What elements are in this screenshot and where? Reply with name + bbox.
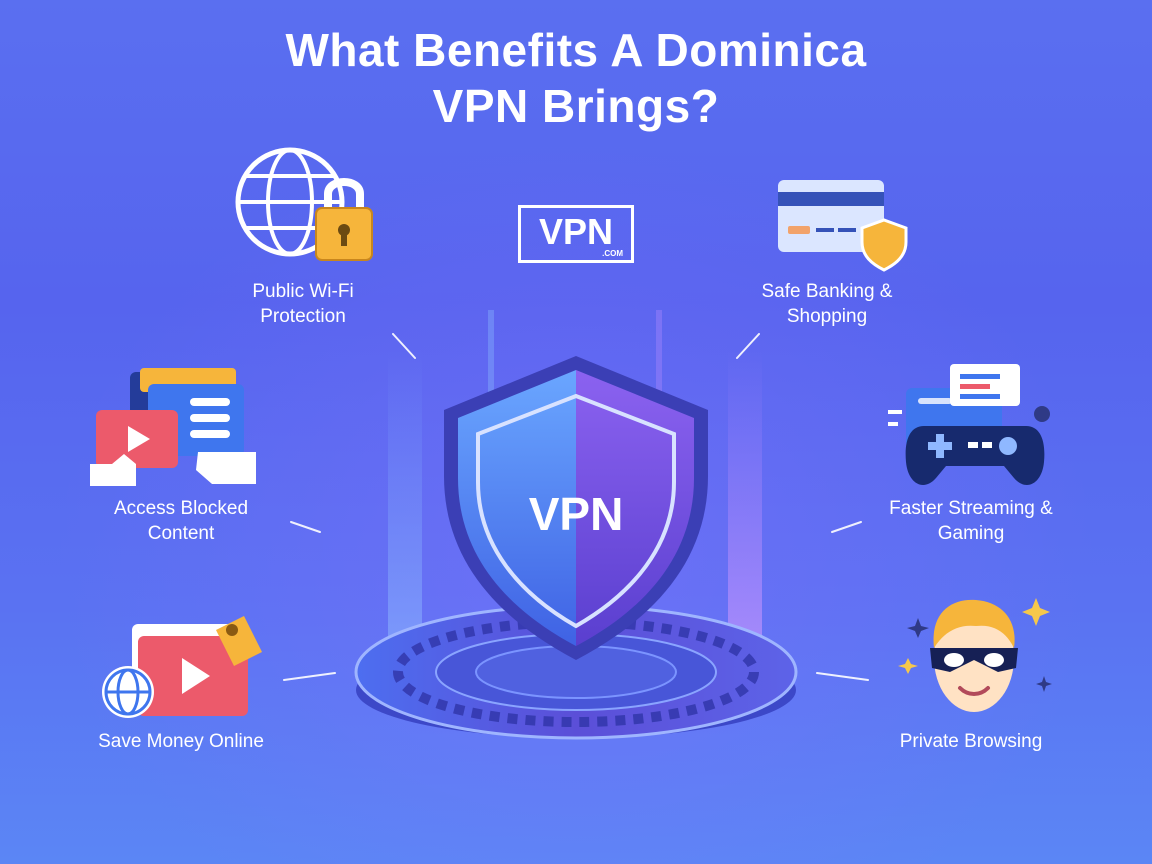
left-light-pillar	[388, 350, 422, 650]
video-hand-icon	[90, 368, 256, 486]
benefit-blocked-label: Access Blocked Content	[88, 496, 274, 546]
connector-blocked	[290, 521, 321, 533]
title-line-1: What Benefits A Dominica	[285, 24, 867, 76]
connector-private	[816, 672, 869, 681]
shield-inner-border	[476, 393, 676, 629]
benefit-streaming-label: Faster Streaming & Gaming	[866, 496, 1076, 546]
benefit-banking-label: Safe Banking & Shopping	[742, 279, 912, 329]
page-title: What Benefits A Dominica VPN Brings?	[0, 22, 1152, 134]
benefit-banking-line-1: Safe Banking &	[761, 281, 893, 302]
video-globe-tag-icon	[102, 616, 262, 718]
vpn-com-logo: VPN .COM	[518, 205, 634, 263]
benefit-blocked-line-2: Content	[147, 523, 215, 544]
benefit-private-label: Private Browsing	[866, 729, 1076, 754]
right-light-pillar	[728, 350, 762, 650]
connector-money	[283, 672, 336, 681]
benefit-banking-line-2: Shopping	[786, 306, 868, 327]
benefit-streaming-line-1: Faster Streaming &	[889, 498, 1053, 519]
benefit-wifi-label: Public Wi-Fi Protection	[212, 279, 394, 329]
vpn-shield-platform	[354, 310, 798, 740]
globe-lock-icon	[235, 147, 373, 261]
title-line-2: VPN Brings?	[432, 80, 720, 132]
connector-streaming	[831, 521, 862, 533]
benefit-streaming-line-2: Gaming	[937, 523, 1005, 544]
benefit-wifi-line-2: Protection	[260, 306, 346, 327]
credit-card-shield-icon	[778, 180, 908, 272]
shield-label: VPN	[528, 488, 624, 540]
logo-subtext: .COM	[602, 249, 623, 258]
logo-text: VPN	[538, 211, 614, 252]
benefit-money-line-1: Save Money Online	[98, 731, 264, 752]
benefit-wifi-line-1: Public Wi-Fi	[252, 281, 354, 302]
benefit-private-line-1: Private Browsing	[899, 731, 1043, 752]
masked-person-icon	[898, 598, 1052, 712]
benefit-money-label: Save Money Online	[76, 729, 286, 754]
benefit-blocked-line-1: Access Blocked	[113, 498, 249, 519]
gamepad-icon	[888, 364, 1050, 485]
